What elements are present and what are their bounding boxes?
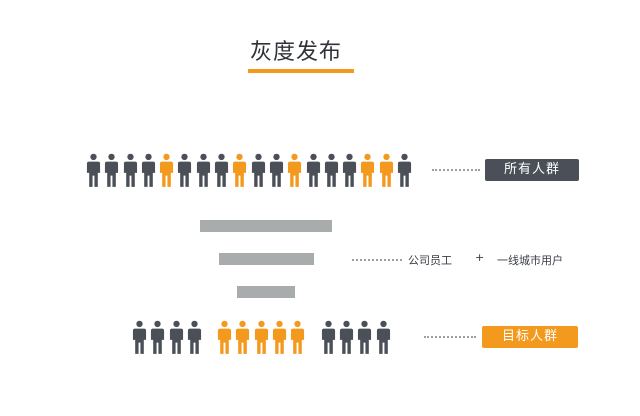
person-icon — [251, 153, 265, 187]
person-icon — [358, 320, 372, 354]
person-icon — [343, 153, 357, 187]
title-underline — [248, 69, 354, 73]
connector-dots-all — [432, 169, 480, 173]
page-title: 灰度发布 — [250, 40, 343, 65]
person-icon-highlighted — [379, 153, 393, 187]
person-icon-highlighted — [288, 153, 302, 187]
all-people-tag: 所有人群 — [485, 159, 579, 181]
person-icon — [324, 153, 338, 187]
person-icon — [86, 153, 101, 187]
person-icon — [321, 320, 335, 354]
person-icon — [151, 320, 165, 354]
person-icon — [178, 153, 192, 187]
person-icon-highlighted — [233, 153, 247, 187]
person-icon — [215, 153, 229, 187]
person-icon-highlighted — [160, 153, 174, 187]
person-icon — [187, 320, 201, 354]
person-icon — [105, 153, 119, 187]
funnel-bar-3 — [237, 286, 295, 298]
target-people-row — [132, 320, 394, 354]
condition-city-users: 一线城市用户 — [497, 254, 563, 267]
connector-dots-conditions — [352, 259, 402, 263]
person-icon-highlighted — [254, 320, 268, 354]
person-icon — [339, 320, 354, 354]
person-icon-highlighted — [273, 320, 287, 354]
person-icon — [376, 320, 390, 354]
person-icon — [169, 320, 183, 354]
person-icon-highlighted — [218, 320, 232, 354]
person-icon — [397, 153, 412, 187]
person-icon — [306, 153, 320, 187]
person-icon — [132, 320, 147, 354]
person-icon — [269, 153, 284, 187]
all-people-row — [86, 153, 415, 187]
person-icon — [141, 153, 155, 187]
person-icon-highlighted — [361, 153, 375, 187]
condition-employees: 公司员工 — [408, 254, 452, 267]
connector-dots-target — [424, 336, 476, 340]
funnel-bar-1 — [200, 220, 332, 232]
target-people-tag: 目标人群 — [482, 326, 578, 348]
person-icon — [196, 153, 210, 187]
person-icon-highlighted — [291, 320, 305, 354]
person-icon — [123, 153, 137, 187]
plus-sign: + — [475, 251, 485, 264]
person-icon-highlighted — [236, 320, 250, 354]
funnel-bar-2 — [219, 253, 314, 265]
